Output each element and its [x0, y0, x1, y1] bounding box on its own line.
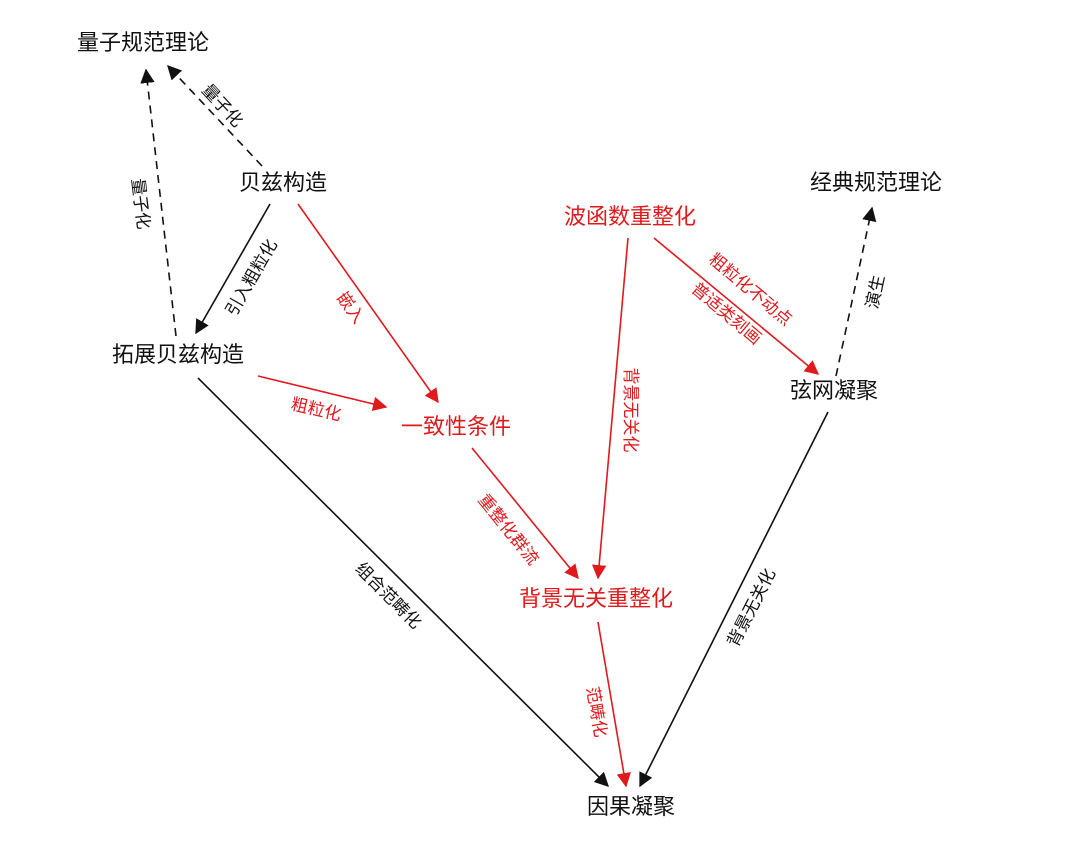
node-consistency-condition: 一致性条件 — [401, 415, 511, 440]
edge-stringnet-to-causal — [639, 411, 829, 788]
edge-extended-to-consistency — [257, 375, 388, 411]
edge-extended-to-quantum-gauge — [140, 68, 177, 337]
node-string-net-condensation: 弦网凝聚 — [790, 379, 878, 404]
edge-consistency-to-bgrenorm — [471, 447, 579, 580]
edges-layer — [140, 64, 877, 788]
edge-label-stringnet-to-causal: 背景无关化 — [724, 566, 780, 651]
nodes-layer: 量子规范理论 贝兹构造 拓展贝兹构造 一致性条件 波函数重整化 经典规范理论 弦… — [77, 31, 942, 820]
edge-cobordism-to-quantum-gauge — [167, 64, 263, 167]
edge-bgrenorm-to-causal — [597, 621, 631, 788]
edge-label-stringnet-to-classical: 演生 — [863, 273, 890, 310]
edge-cobordism-to-consistency — [297, 203, 439, 404]
edge-label-bgrenorm-to-causal: 范畴化 — [582, 685, 611, 739]
node-wavefunction-renormalization: 波函数重整化 — [564, 205, 696, 230]
node-quantum-gauge-theory: 量子规范理论 — [77, 31, 209, 56]
edge-label-extended-to-causal: 组合范畴化 — [351, 559, 425, 633]
edge-cobordism-to-extended — [195, 203, 271, 335]
node-cobordism-construction: 贝兹构造 — [239, 171, 327, 196]
edge-extended-to-causal — [197, 377, 610, 788]
edge-wavefunction-to-stringnet — [653, 237, 820, 375]
node-causal-condensation: 因果凝聚 — [587, 795, 675, 820]
edge-label-extended-to-quantum: 量子化 — [127, 177, 153, 230]
node-classical-gauge-theory: 经典规范理论 — [810, 171, 942, 196]
edge-stringnet-to-classical — [835, 206, 877, 377]
edge-label-consistency-to-bgrenorm: 重整化群流 — [473, 491, 542, 570]
edge-wavefunction-to-bgrenorm — [591, 237, 629, 580]
edge-label-wavefunction-to-bgrenorm: 背景无关化 — [620, 368, 640, 453]
node-background-independent-renormalization: 背景无关重整化 — [519, 587, 673, 612]
edge-label-cobordism-to-extended: 引入粗粒化 — [222, 236, 282, 320]
node-extended-cobordism-construction: 拓展贝兹构造 — [112, 343, 244, 368]
edge-label-extended-to-consistency: 粗粒化 — [289, 395, 343, 426]
